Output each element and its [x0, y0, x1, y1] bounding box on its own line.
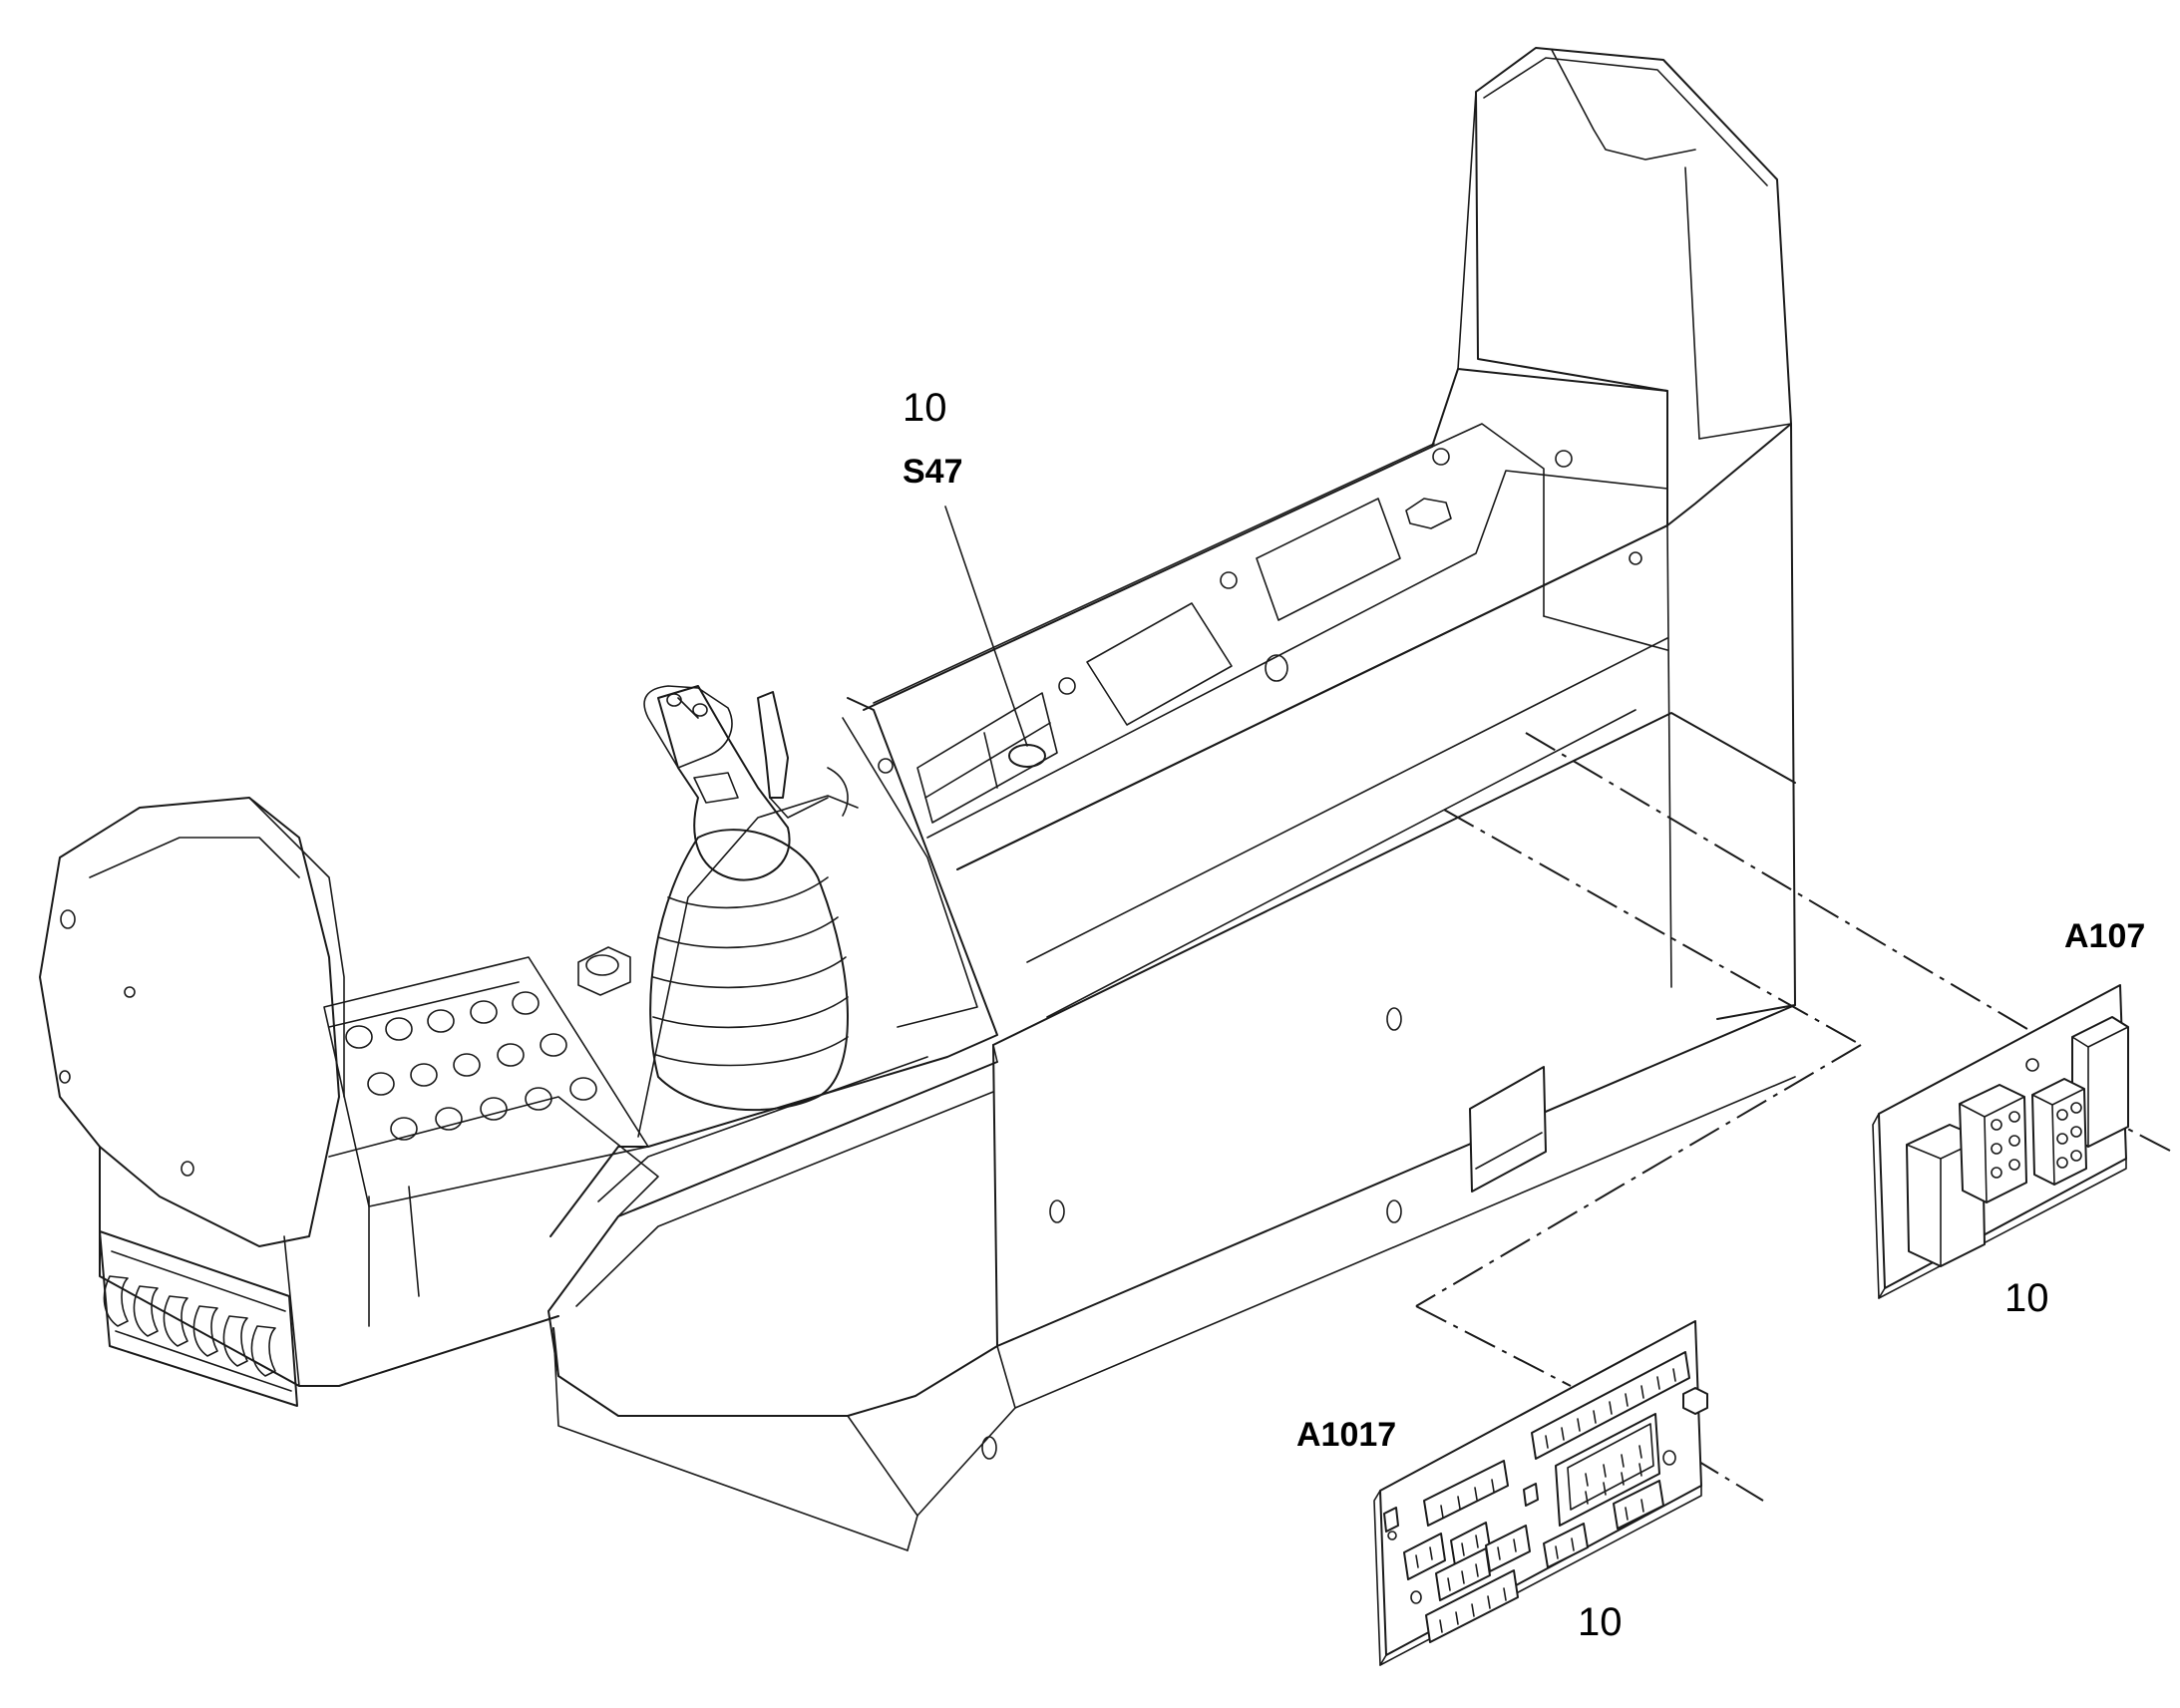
rocker-switch-bank [99, 1230, 298, 1407]
a1017-reference-label: A1017 [1296, 1416, 1396, 1454]
s47-quantity-label: 10 [903, 386, 947, 430]
switch-s47 [944, 506, 1046, 768]
joystick [549, 685, 998, 1237]
button-holes [345, 991, 597, 1141]
board-a107 [1872, 984, 2129, 1299]
a107-reference-label: A107 [2064, 917, 2145, 955]
a1017-quantity-label: 10 [1578, 1600, 1623, 1644]
button-panel [323, 956, 649, 1207]
instrument-panel [878, 448, 1642, 824]
a107-quantity-label: 10 [2004, 1276, 2049, 1320]
console-housing [547, 47, 1796, 1551]
pushbutton [577, 946, 631, 996]
armrest [39, 797, 659, 1387]
s47-reference-label: S47 [903, 453, 963, 491]
board-a1017 [1373, 1320, 1708, 1666]
